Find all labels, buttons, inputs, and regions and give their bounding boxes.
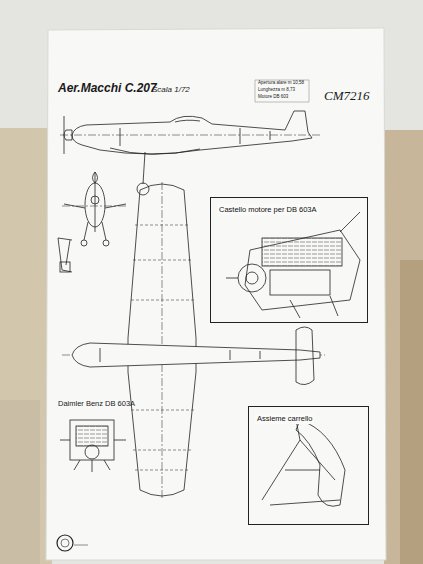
scale-label: Scala 1/72	[152, 86, 190, 95]
detail-box: Assieme carrello	[248, 406, 369, 525]
catalog-number: CM7216	[324, 89, 370, 103]
sheet-title: Aer.Macchi C.207	[58, 82, 157, 95]
box-heading: Castello motore per DB 603A	[217, 204, 319, 215]
engine-label: Daimler Benz DB 603A	[58, 400, 135, 408]
box-heading: Assieme carrello	[255, 413, 314, 424]
spec-line: Lunghezza m 8,73	[258, 88, 295, 93]
spec-line: Motore DB 603	[258, 95, 288, 100]
detail-box: Castello motore per DB 603A	[210, 197, 368, 323]
spec-line: Apertura alare m 10,58	[258, 81, 304, 86]
